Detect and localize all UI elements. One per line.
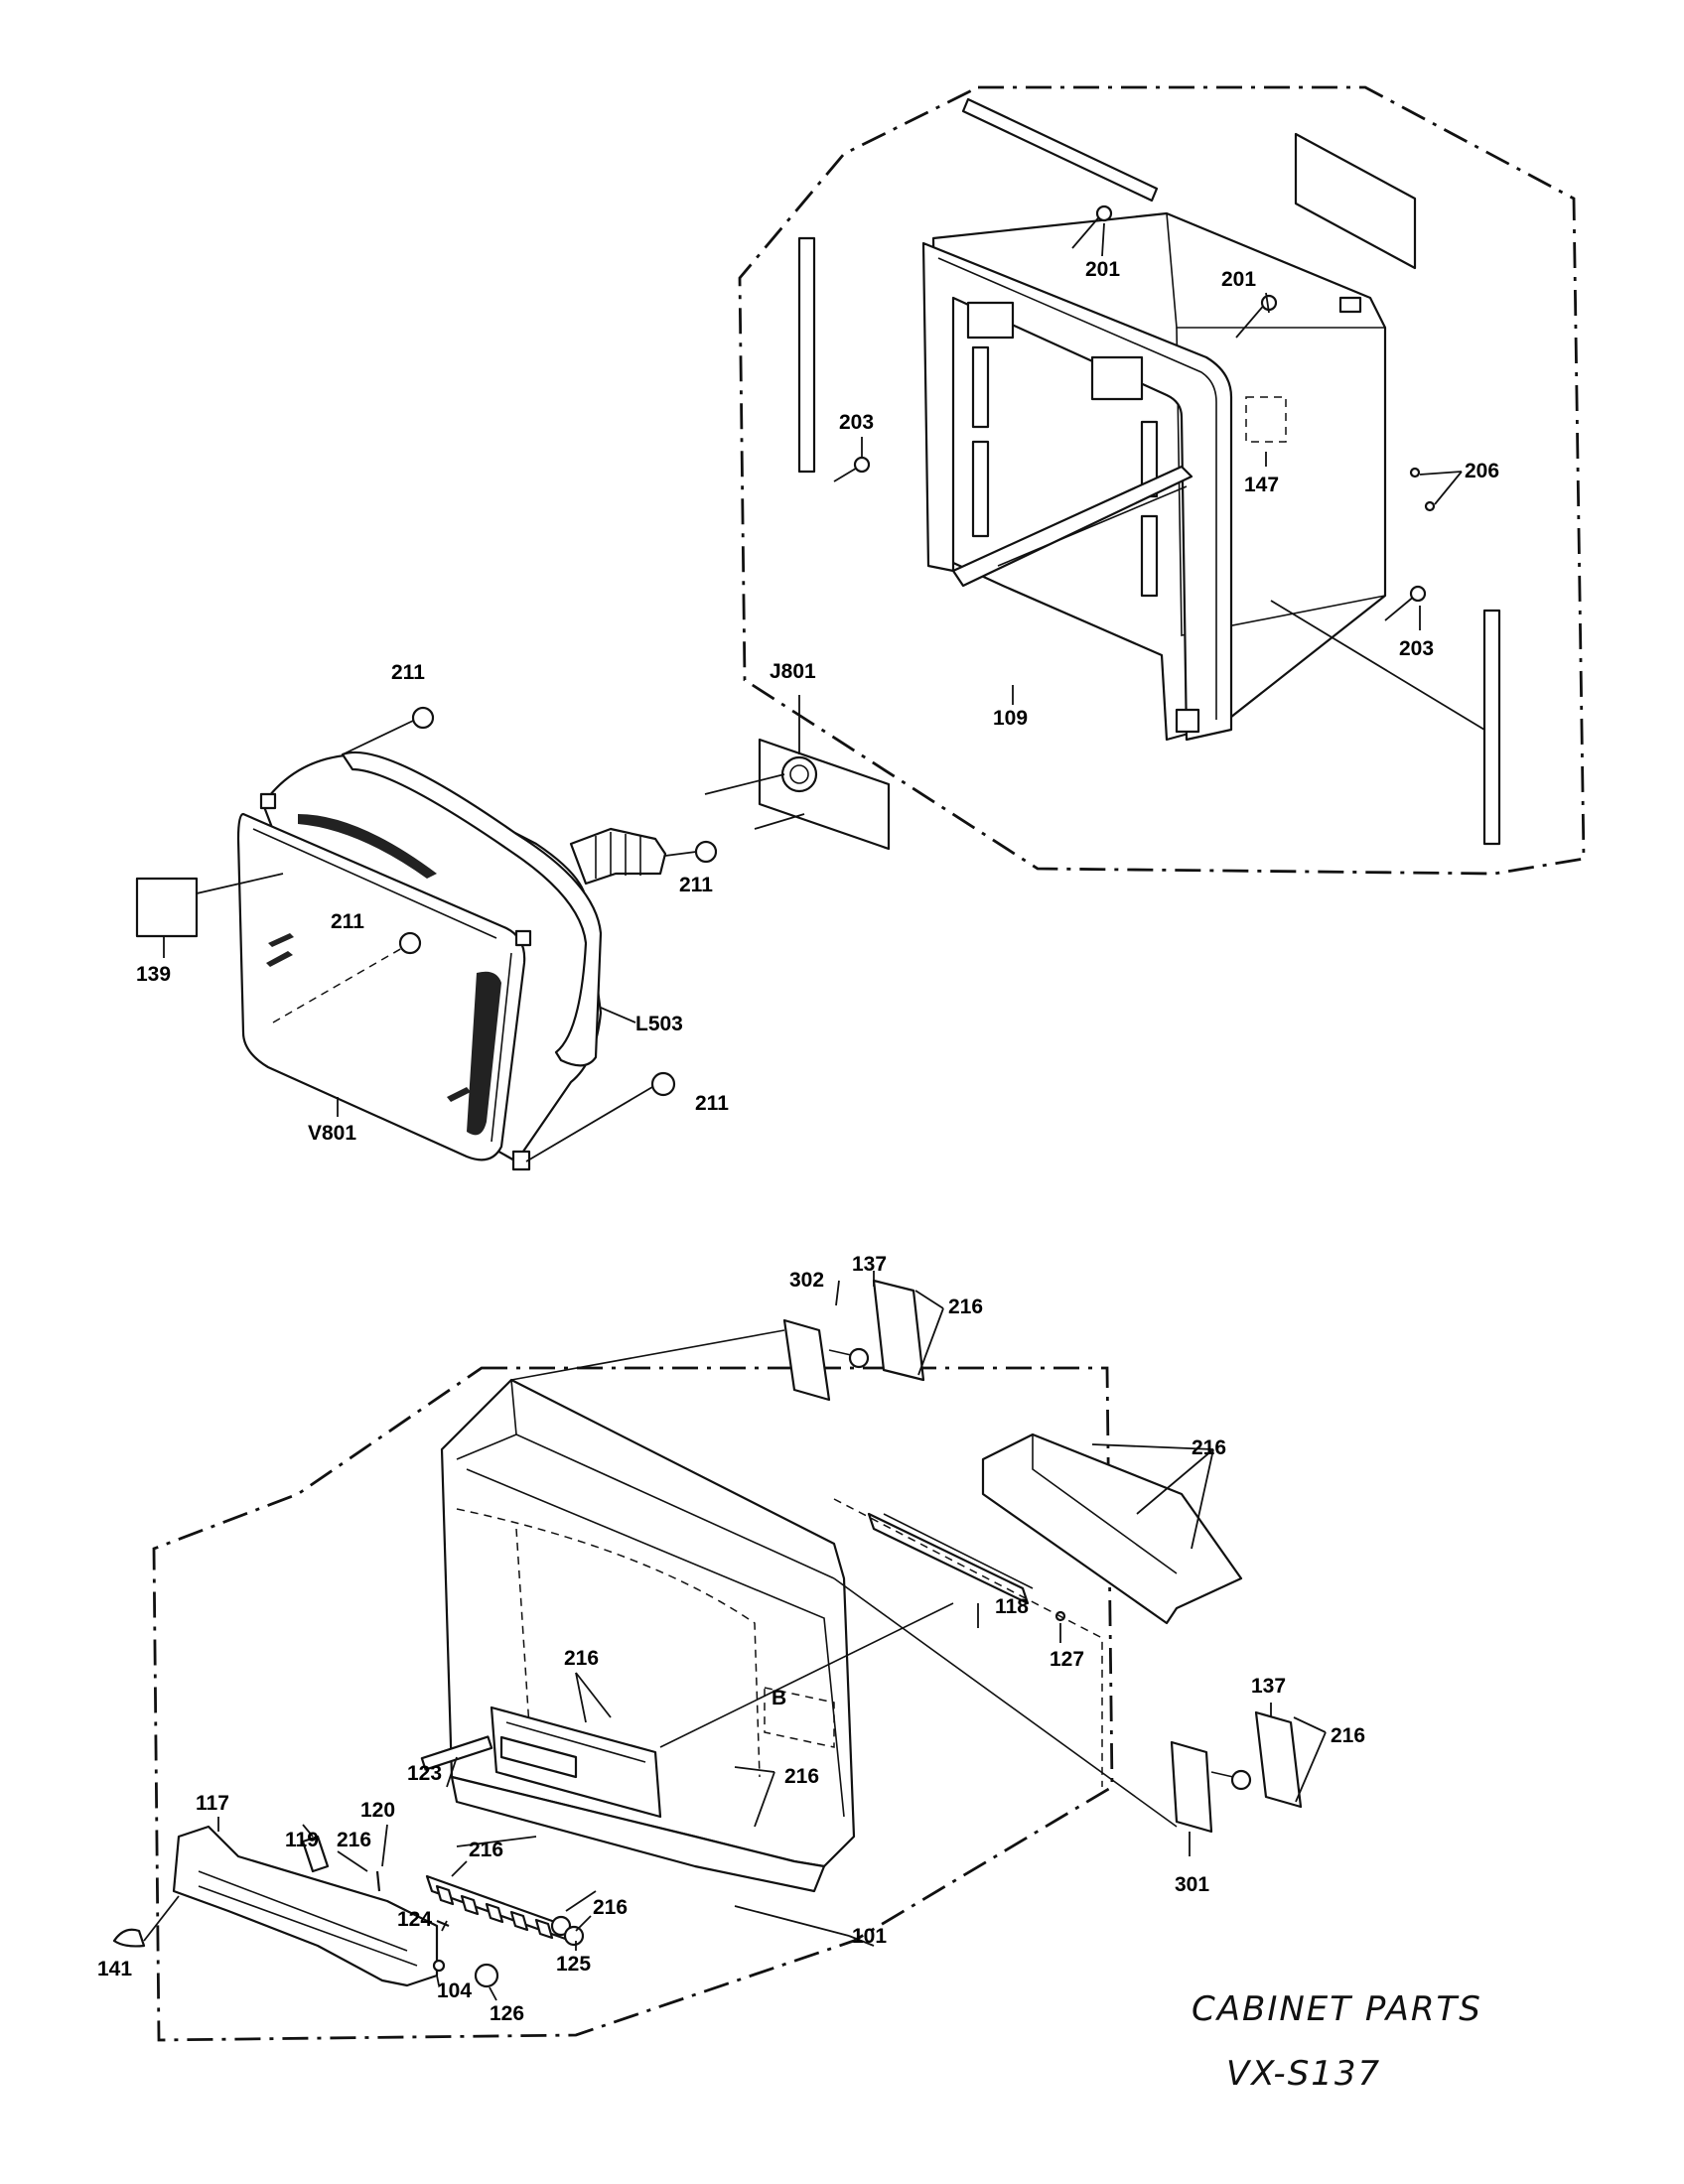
knob-126 [474,1963,499,1988]
label-sheet [1294,132,1417,270]
crt-assembly [135,695,891,1171]
part-141 [112,1928,146,1948]
control-buttons [435,1884,554,1940]
label-216-bracket: 216 [1192,1436,1226,1459]
crt-socket [780,755,818,793]
label-203-b: 203 [1399,637,1434,660]
label-141: 141 [97,1958,132,1980]
inner-slot-1 [971,345,990,429]
screw-211-bottom [650,1071,676,1097]
label-125: 125 [556,1953,591,1976]
label-216-cabinet: 216 [564,1647,599,1670]
label-117: 117 [196,1792,229,1815]
label-137-top: 137 [852,1253,887,1276]
top-clip [1338,296,1362,314]
label-216-right: 216 [784,1765,819,1788]
label-211-bottom: 211 [695,1092,729,1115]
label-139: 139 [136,963,171,986]
label-123: 123 [407,1762,442,1785]
corner-bracket-left [966,301,1015,340]
part-147-outline [1245,396,1287,443]
switch-125 [550,1915,572,1937]
part-123 [420,1735,493,1771]
caption-title: CABINET PARTS [1192,1989,1482,2029]
label-201-b: 201 [1221,268,1256,291]
crt-ear-tr [514,929,532,947]
label-119: 119 [285,1829,319,1851]
caption: CABINET PARTS VX-S137 [1192,1989,1482,2094]
crt-neck [569,827,667,886]
label-v801: V801 [308,1122,356,1145]
inner-slot-2 [971,440,990,538]
screw-211-face [398,931,422,955]
label-124: 124 [397,1908,432,1931]
label-l503: L503 [635,1013,683,1035]
label-216-switch: 216 [593,1896,628,1919]
label-147: 147 [1244,474,1279,496]
label-216-top: 216 [948,1296,983,1318]
crt-ear-tl [259,792,277,810]
corner-bracket-right [1090,355,1144,401]
part-labels: 201 201 203 203 206 147 109 211 211 211 … [97,258,1499,2025]
speaker-301 [1170,1703,1327,1856]
label-206: 206 [1465,460,1499,482]
part-104 [432,1959,446,1973]
label-137-bottom: 137 [1251,1675,1286,1698]
cabinet-base [450,1775,826,1893]
label-127: 127 [1050,1648,1084,1671]
label-b: B [772,1687,786,1709]
label-211-face: 211 [331,910,364,933]
label-211-top: 211 [391,661,425,684]
part-120 [375,1870,381,1892]
socket-board-j801 [758,738,891,851]
top-strip [961,97,1159,203]
label-203-a: 203 [839,411,874,434]
part-119 [301,1835,330,1873]
label-101: 101 [852,1925,887,1948]
label-120: 120 [360,1799,395,1822]
front-cabinet-assembly [112,1271,1327,2042]
degauss-coil-l503 [341,751,603,1067]
screw-203-b [1384,585,1427,621]
frame-foot [1175,708,1200,734]
label-j801: J801 [770,660,816,683]
speaker-302 [782,1271,944,1402]
screw-201-a [1071,205,1113,249]
bottom-rail [951,465,1193,588]
label-211-neck: 211 [679,874,713,896]
screw-206-a [1409,467,1421,478]
label-139 [135,877,199,938]
left-side-strip [797,236,816,474]
crt-face [236,812,526,1161]
screw-206-b [1424,500,1436,512]
label-201-a: 201 [1085,258,1120,281]
part-124-wire [436,1919,450,1928]
label-109: 109 [993,707,1028,730]
label-216-bottom: 216 [1331,1724,1365,1747]
rear-cabinet-assembly [738,85,1586,876]
label-216-panel: 216 [337,1829,371,1851]
label-216-board: 216 [469,1839,503,1861]
caption-model: VX-S137 [1226,2054,1381,2094]
pcb-bracket [981,1433,1243,1625]
screw-203-a [833,456,871,482]
label-126: 126 [490,2002,524,2025]
screw-211-neck [694,840,718,864]
cabinet-front-frame [921,241,1233,742]
speaker-301-bracket [1254,1710,1303,1809]
label-118: 118 [995,1595,1029,1618]
label-302: 302 [789,1269,824,1292]
screw-211-top [411,706,435,730]
label-301: 301 [1175,1873,1209,1896]
right-side-strip [1482,609,1501,846]
label-104: 104 [437,1979,472,2002]
front-panel-117 [172,1825,439,1987]
inner-slot-4 [1140,514,1159,598]
speaker-302-bracket [872,1279,925,1382]
